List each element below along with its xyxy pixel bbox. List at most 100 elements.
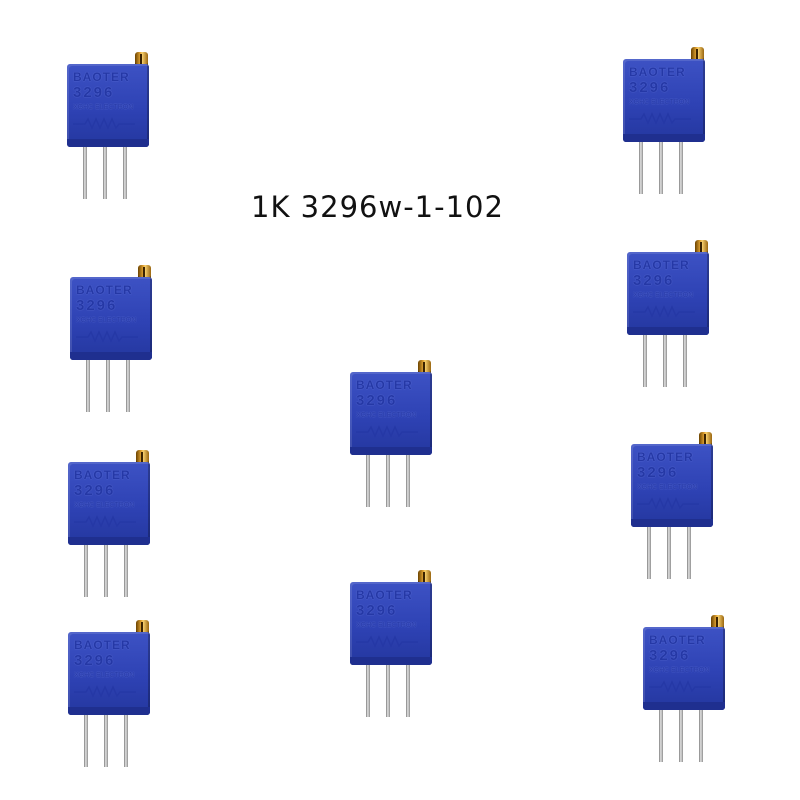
product-caption: 1K 3296w-1-102 [251,190,504,224]
maker-label: XGHC ELECTRON [76,317,137,324]
brand-label: BAOTER [637,450,694,464]
pin [679,710,683,762]
pin [124,715,128,767]
maker-label: XGHC ELECTRON [356,622,417,629]
resistor-symbol-icon [356,425,418,438]
adjust-screw [138,265,151,279]
pin [124,545,128,597]
adjust-screw [418,570,431,584]
maker-label: XGHC ELECTRON [637,484,698,491]
pin [366,665,370,717]
pins [366,665,426,719]
maker-label: XGHC ELECTRON [73,104,134,111]
pin [679,142,683,194]
resistor-symbol-icon [73,117,135,130]
pin [667,527,671,579]
pin [406,455,410,507]
adjust-screw [135,52,148,66]
resistor-symbol-icon [356,635,418,648]
model-label: 3296 [637,464,679,481]
pin [84,715,88,767]
resistor-symbol-icon [629,112,691,125]
pins [659,710,719,764]
pin [86,360,90,412]
pin [123,147,127,199]
pin [386,455,390,507]
resistor-symbol-icon [633,305,695,318]
pin [659,710,663,762]
pin [366,455,370,507]
pins [83,147,143,201]
maker-label: XGHC ELECTRON [649,667,710,674]
model-label: 3296 [76,297,118,314]
adjust-screw [418,360,431,374]
pin [687,527,691,579]
brand-label: BAOTER [356,588,413,602]
brand-label: BAOTER [76,283,133,297]
pin [104,715,108,767]
pin [126,360,130,412]
adjust-screw [136,620,149,634]
resistor-symbol-icon [74,515,136,528]
pin [386,665,390,717]
maker-label: XGHC ELECTRON [629,99,690,106]
resistor-symbol-icon [637,497,699,510]
brand-label: BAOTER [74,638,131,652]
model-label: 3296 [629,79,671,96]
adjust-screw [695,240,708,254]
model-label: 3296 [73,84,115,101]
pin [84,545,88,597]
resistor-symbol-icon [76,330,138,343]
pins [84,545,144,599]
maker-label: XGHC ELECTRON [74,502,135,509]
pins [639,142,699,196]
brand-label: BAOTER [356,378,413,392]
pin [103,147,107,199]
brand-label: BAOTER [629,65,686,79]
pin [683,335,687,387]
maker-label: XGHC ELECTRON [74,672,135,679]
adjust-screw [691,47,704,61]
maker-label: XGHC ELECTRON [356,412,417,419]
adjust-screw [136,450,149,464]
pin [106,360,110,412]
pin [406,665,410,717]
pins [86,360,146,414]
pins [84,715,144,769]
model-label: 3296 [74,652,116,669]
pins [647,527,707,581]
model-label: 3296 [74,482,116,499]
pin [104,545,108,597]
pins [643,335,703,389]
pin [643,335,647,387]
model-label: 3296 [356,602,398,619]
brand-label: BAOTER [649,633,706,647]
brand-label: BAOTER [73,70,130,84]
adjust-screw [699,432,712,446]
resistor-symbol-icon [74,685,136,698]
model-label: 3296 [356,392,398,409]
adjust-screw [711,615,724,629]
pin [663,335,667,387]
pins [366,455,426,509]
pin [639,142,643,194]
